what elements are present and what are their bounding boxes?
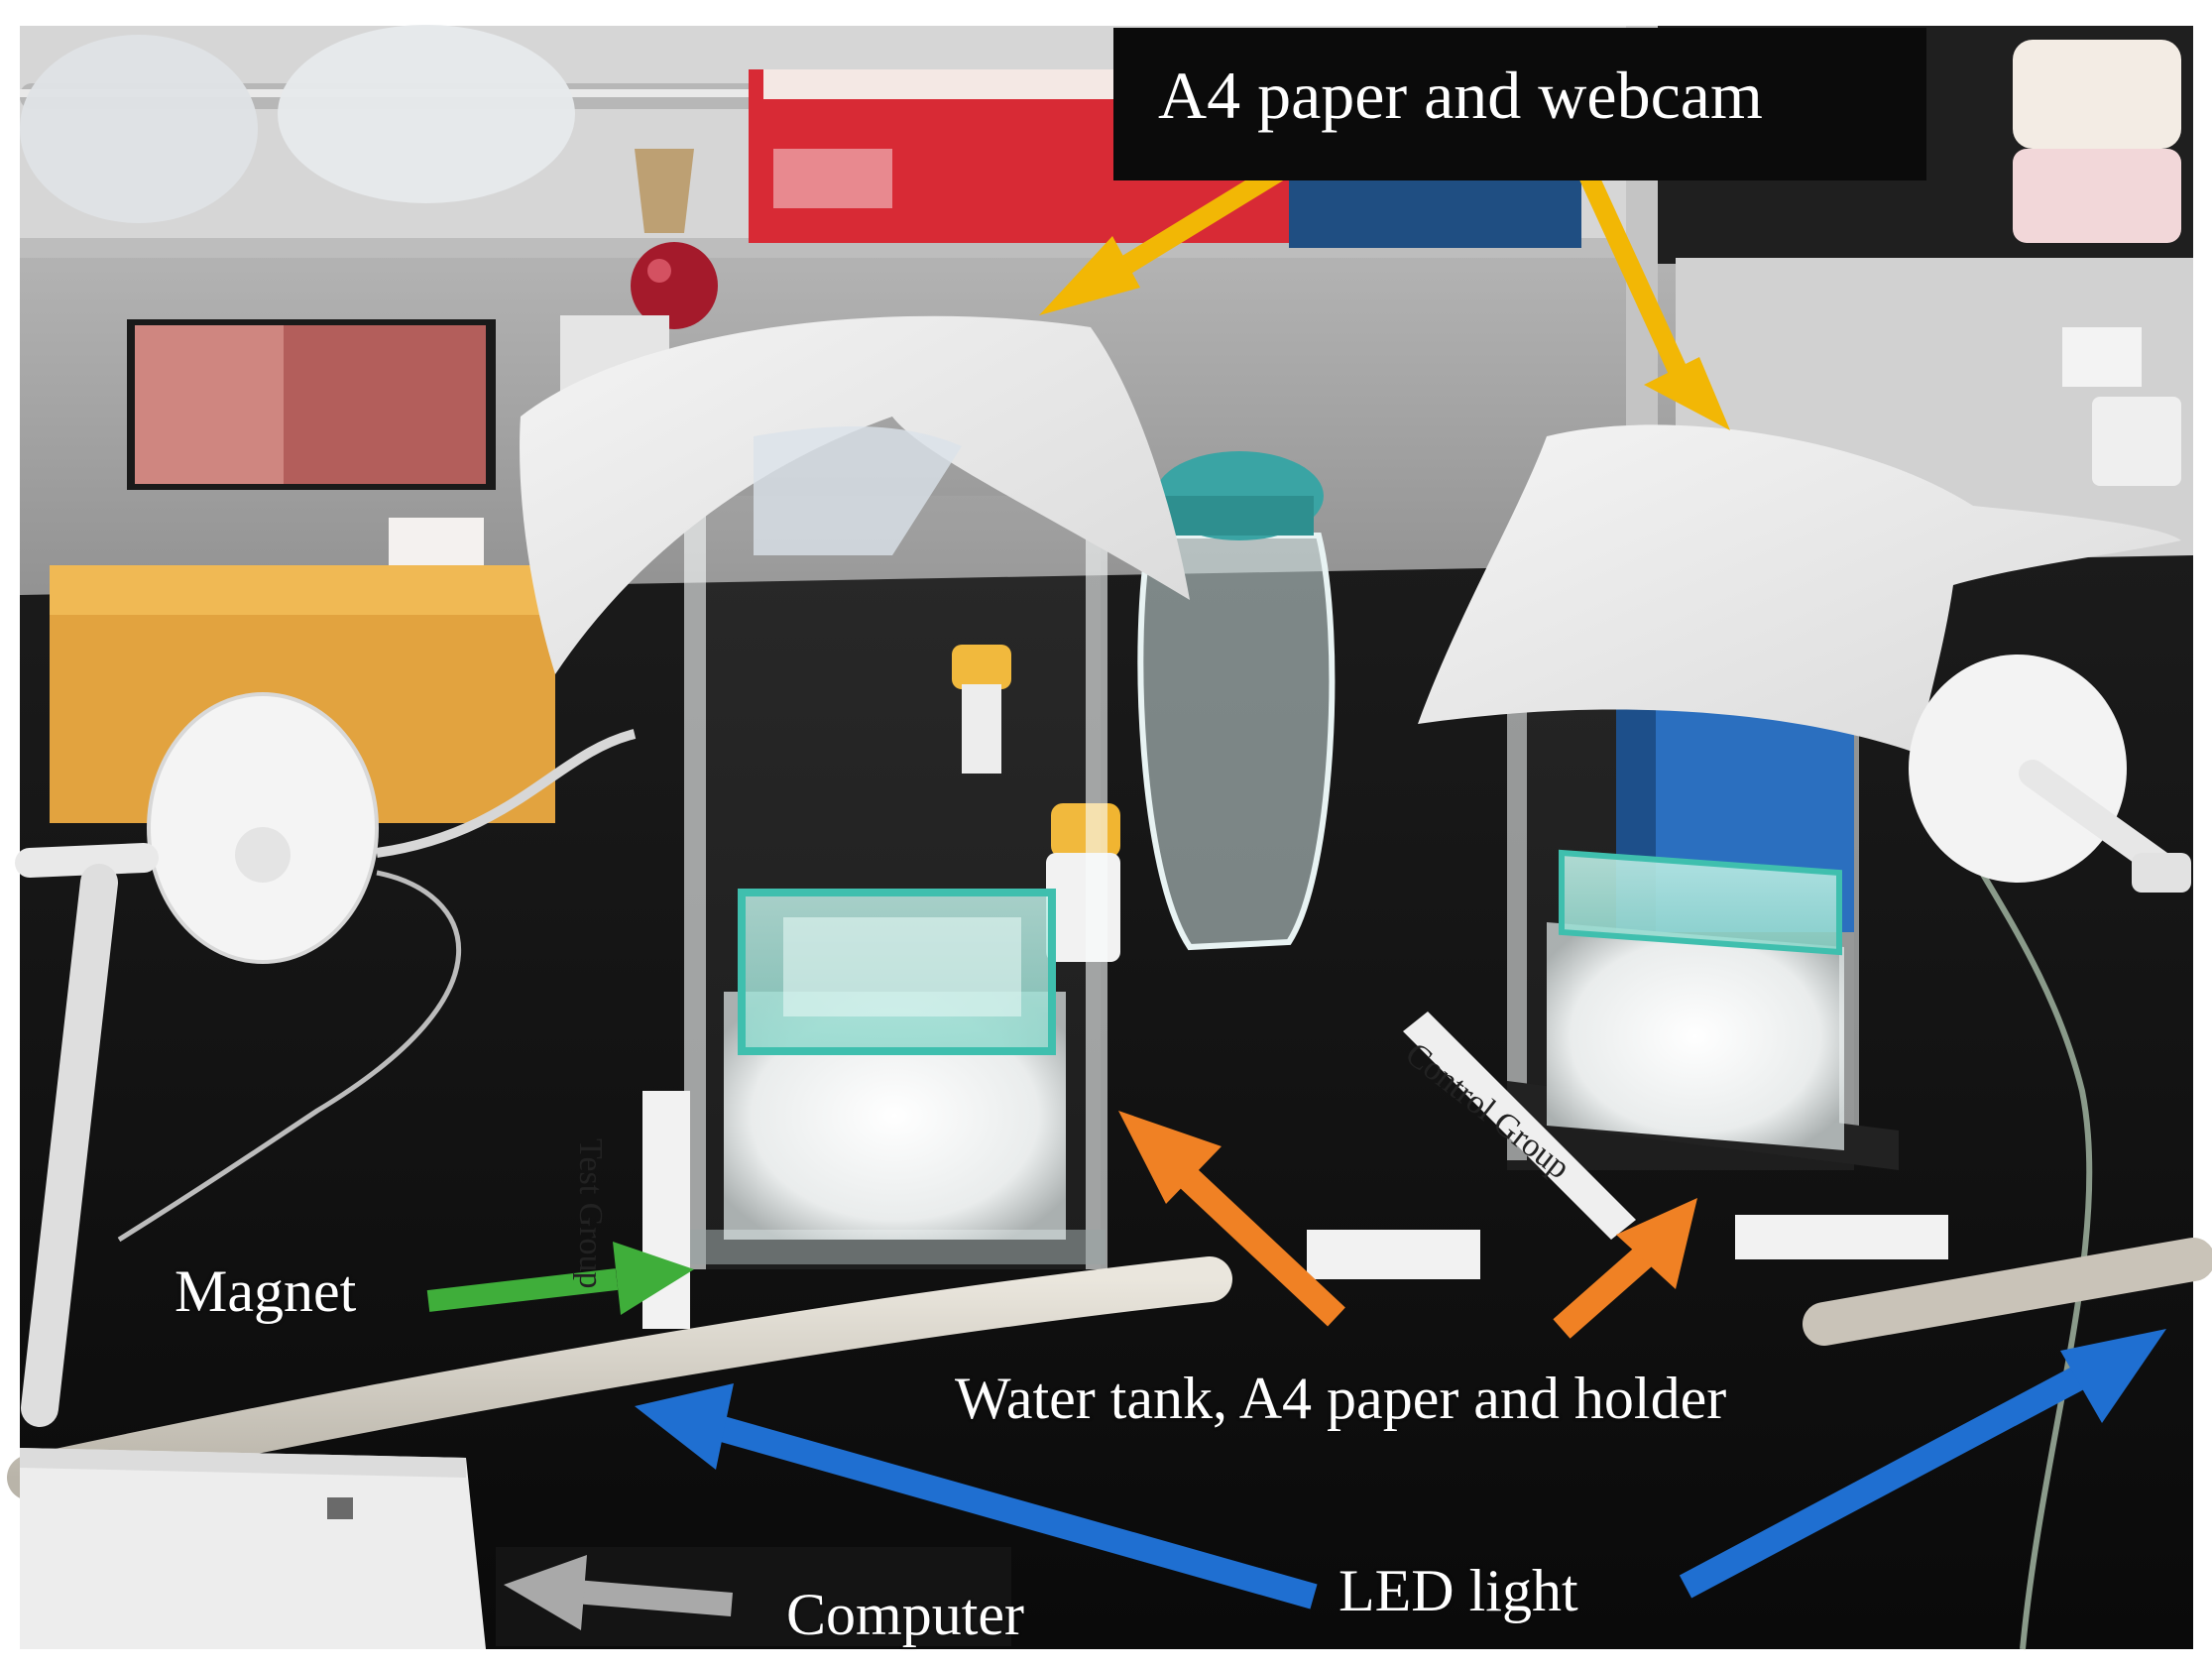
webcam-label-box — [1113, 28, 1926, 180]
arrow-webcam-left — [1039, 158, 1293, 315]
arrow-led-right — [1679, 1329, 2166, 1599]
arrow-magnet — [426, 1242, 694, 1315]
test-holder — [520, 315, 1190, 1269]
label-led-light: LED light — [1339, 1558, 1578, 1623]
label-webcam: A4 paper and webcam — [1158, 58, 1763, 133]
arrow-computer — [504, 1555, 733, 1630]
arrow-webcam-right — [1574, 162, 1730, 430]
label-magnet: Magnet — [175, 1258, 357, 1324]
control-holder — [1418, 424, 2181, 1170]
label-water-tank: Water tank, A4 paper and holder — [955, 1366, 1727, 1431]
arrow-water-left — [1118, 1111, 1345, 1327]
test-group-sticker: Test Group — [572, 1138, 609, 1289]
arrow-water-right — [1553, 1198, 1697, 1339]
arrow-led-left — [635, 1383, 1318, 1609]
annotation-arrows — [426, 158, 2166, 1630]
label-computer: Computer — [786, 1582, 1024, 1647]
